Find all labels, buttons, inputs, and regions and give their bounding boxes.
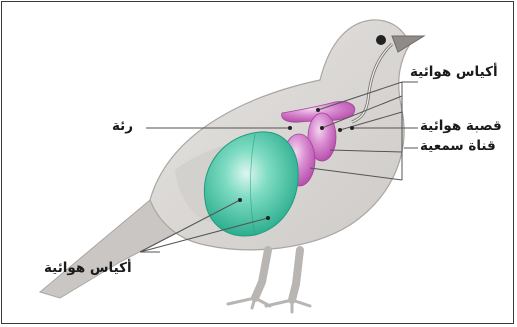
bird-legs [228, 250, 310, 312]
label-air-sacs-bottom: أكياس هوائية [44, 262, 132, 276]
label-lung: رئة [112, 120, 133, 134]
bird-eye [376, 35, 386, 45]
label-air-sacs-top: أكياس هوائية [410, 66, 498, 80]
label-air-tubes: قصبة هوائية [420, 120, 502, 134]
bird-beak [392, 36, 424, 52]
label-ear-canal: قناة سمعية [420, 140, 496, 154]
